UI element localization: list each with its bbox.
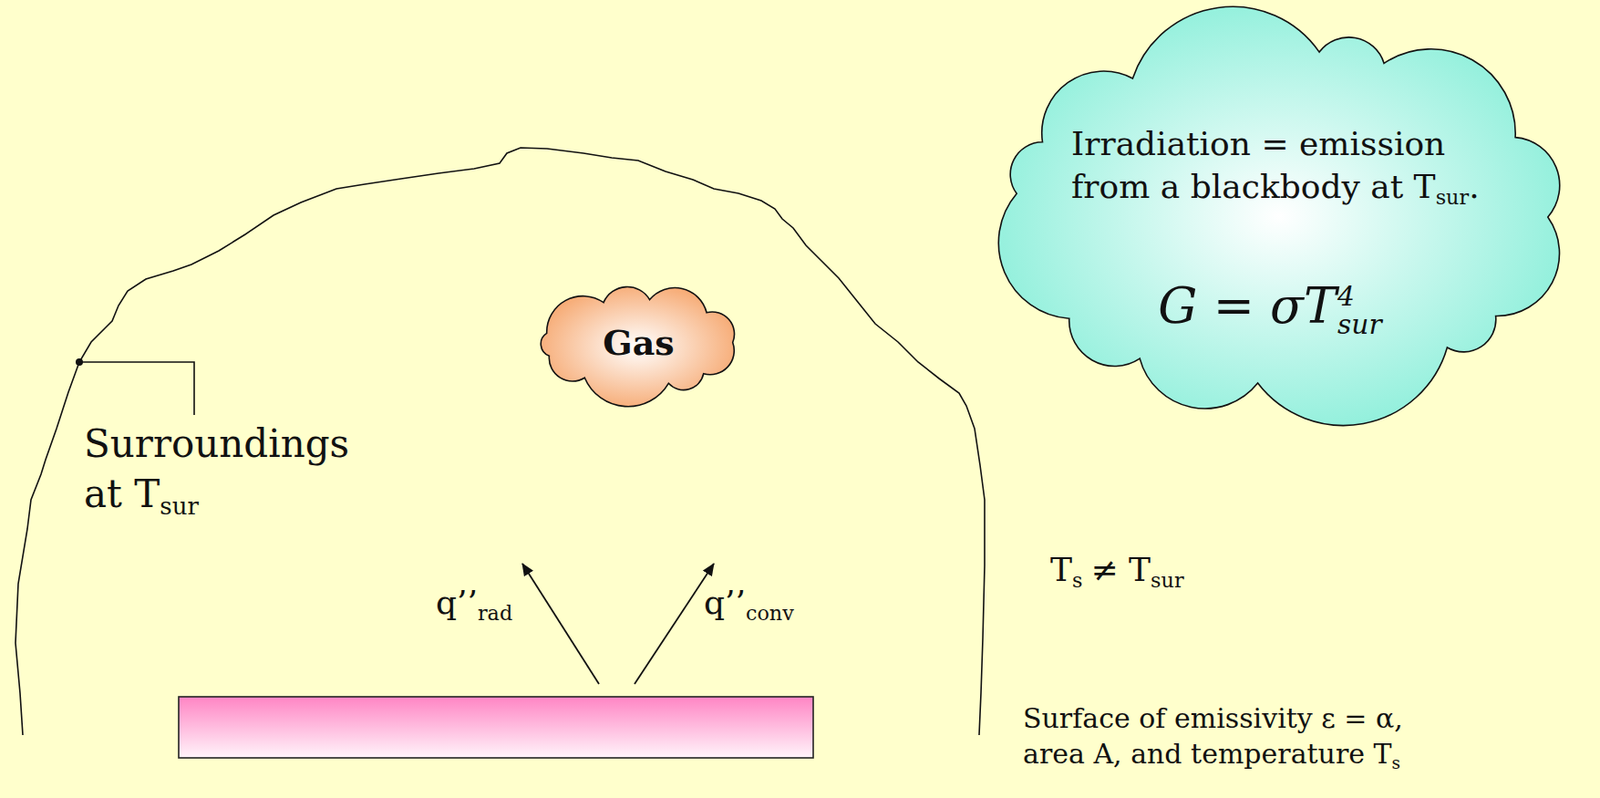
- subscript: conv: [745, 600, 795, 625]
- label-text: q’’: [435, 583, 478, 621]
- irradiation-cloud: Irradiation = emission from a blackbody …: [963, 0, 1599, 434]
- surroundings-outline: [15, 147, 985, 735]
- label-text: Surface of emissivity ε = α, area A, and…: [1022, 701, 1404, 770]
- cloud-label: G = σT: [1157, 277, 1337, 335]
- subscript: sur: [1150, 567, 1185, 592]
- temperature-note: Ts ≠ Tsur: [1050, 548, 1185, 592]
- surface-note: Surface of emissivity ε = α, area A, and…: [1022, 700, 1443, 772]
- cloud-label: .: [1468, 167, 1479, 206]
- cloud-label: Irradiation = emission from a blackbody …: [1071, 124, 1446, 206]
- cloud-text: G = σT4sur: [1157, 274, 1382, 339]
- leader-line: [79, 361, 195, 415]
- cloud-label: Gas: [602, 320, 674, 365]
- superscript: 4: [1337, 281, 1383, 310]
- label-text: T: [1050, 550, 1073, 589]
- radiation-arrow: [522, 563, 599, 684]
- cloud-text: Gas: [521, 276, 756, 409]
- cloud-outline: [540, 287, 734, 407]
- radiation-flux-label: q’’rad: [435, 581, 513, 625]
- subscript: sur: [1337, 309, 1383, 339]
- convection-arrow: [634, 563, 714, 684]
- gas-cloud: Gas: [521, 276, 756, 409]
- label-text: Surroundings: [83, 421, 350, 466]
- subscript: s: [1072, 567, 1083, 592]
- subscript: rad: [477, 600, 513, 625]
- label-text: at T: [83, 471, 160, 517]
- label-text: ≠ T: [1090, 550, 1151, 589]
- subscript: s: [1392, 753, 1402, 773]
- cloud-text: Irradiation = emission from a blackbody …: [1071, 123, 1509, 209]
- surface-plate: [178, 696, 814, 758]
- subscript: sur: [159, 492, 199, 520]
- label-text: q’’: [703, 583, 746, 621]
- surroundings-label: Surroundings at Tsur: [83, 419, 350, 519]
- convection-flux-label: q’’conv: [703, 581, 795, 625]
- cloud-outline: [998, 6, 1559, 425]
- subscript: sur: [1435, 185, 1470, 209]
- sup-sub-stack: 4sur: [1337, 281, 1383, 339]
- cloud-shape: [963, 0, 1599, 434]
